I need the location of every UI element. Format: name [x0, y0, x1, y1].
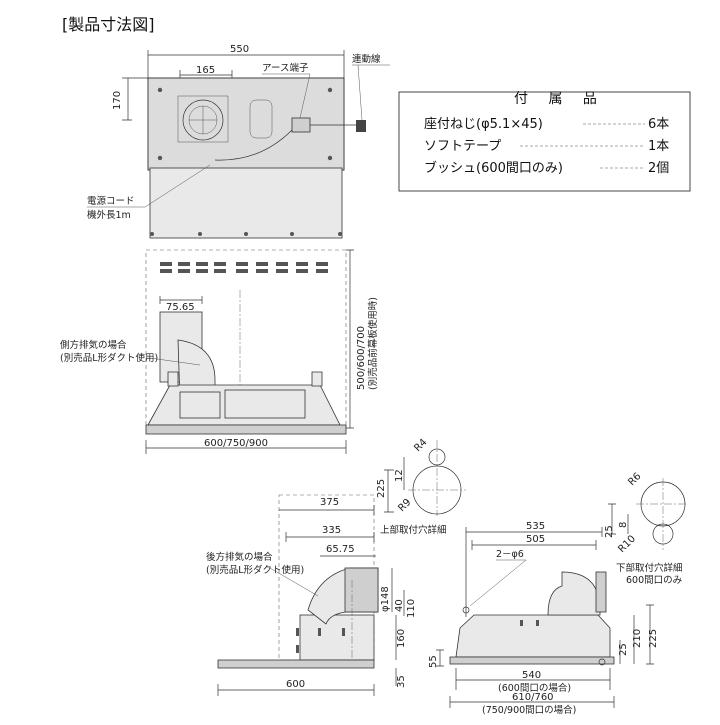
label-holes: 2－φ6 [496, 549, 524, 560]
top-body [149, 167, 343, 239]
dim-225-upper: 225 [376, 479, 387, 498]
dim-335: 335 [322, 525, 341, 536]
duct-circle [182, 99, 224, 141]
dim-225-rear: 225 [648, 629, 659, 648]
front-view: 600/750/900 75.65 500/600/700 (別売品前幕板使用時… [60, 249, 379, 454]
vent-slot [249, 99, 273, 139]
label-cord-2: 機外長1m [87, 209, 131, 221]
link-wire-connector [356, 120, 366, 132]
side-view: 375 335 65.75 φ148 40 110 160 35 600 後方排… [206, 494, 417, 696]
accessory-name-3: ブッシュ(600間口のみ) [424, 160, 563, 176]
accessories-heading: 付 属 品 [514, 91, 605, 107]
accessory-qty-2: 1本 [648, 139, 669, 154]
label-lower-hole-1: 下部取付穴詳細 [616, 562, 683, 574]
label-lower-hole-2: 600間口のみ [626, 575, 682, 586]
accessory-name-2: ソフトテープ [424, 139, 501, 154]
dim-170: 170 [112, 91, 123, 110]
dim-500-600-700: 500/600/700 [356, 326, 367, 390]
accessories-box: 付 属 品 座付ねじ(φ5.1×45) 6本 ソフトテープ 1本 ブッシュ(60… [398, 91, 691, 192]
rear-duct-elbow [547, 571, 601, 616]
side-body [299, 614, 375, 661]
rear-rail [449, 656, 615, 665]
top-view: 550 165 170 アース端子 連動線 電源コード 機外長1m [87, 44, 390, 239]
label-side-exhaust-1: 側方排気の場合 [60, 339, 127, 351]
dim-505: 505 [526, 534, 545, 545]
dim-r9: R9 [396, 497, 413, 514]
dim-540: 540 [522, 670, 541, 681]
rear-body [455, 614, 611, 658]
side-bottom-rail [217, 659, 375, 669]
dim-25-lower: 25 [604, 525, 615, 538]
duct-flange [177, 95, 229, 143]
dim-75-65: 75.65 [166, 302, 195, 313]
accessory-qty-3: 2個 [648, 161, 669, 176]
dim-r6: R6 [626, 471, 643, 488]
dim-phi148: φ148 [380, 586, 391, 612]
lower-hole-detail: R6 R10 25 8 下部取付穴詳細 600間口のみ [604, 471, 688, 586]
label-rear-exhaust-2: (別売品L形ダクト使用) [206, 564, 304, 576]
dim-40: 40 [394, 599, 405, 612]
fan-unit [224, 389, 306, 419]
dim-65-75: 65.75 [326, 544, 355, 555]
accessory-name-1: 座付ねじ(φ5.1×45) [424, 117, 543, 132]
label-earth-terminal: アース端子 [262, 62, 309, 74]
dim-12: 12 [394, 469, 405, 482]
dim-550: 550 [230, 44, 249, 55]
dim-8: 8 [618, 522, 629, 528]
hood-front-rail [145, 424, 347, 435]
dim-535: 535 [526, 521, 545, 532]
label-width-600: (600間口の場合) [498, 682, 571, 694]
dim-600-side: 600 [286, 679, 305, 690]
accessory-qty-1: 6本 [648, 117, 669, 132]
page-title: [製品寸法図] [62, 15, 155, 34]
label-upper-hole: 上部取付穴詳細 [380, 524, 447, 536]
label-cord-1: 電源コード [87, 196, 135, 207]
upper-hole-detail: R4 R9 225 12 上部取付穴詳細 [376, 437, 466, 536]
label-front-panel: (別売品前幕板使用時) [367, 297, 379, 390]
dim-160: 160 [396, 629, 407, 648]
rear-view: 535 505 2－φ6 540 (600間口の場合) 610/760 (750… [428, 521, 659, 716]
label-width-750: (750/900間口の場合) [482, 704, 576, 716]
dim-25-rear: 25 [618, 643, 629, 656]
dim-210: 210 [632, 629, 643, 648]
dim-55: 55 [428, 655, 439, 668]
label-link-wire: 連動線 [352, 53, 381, 65]
earth-terminal [291, 117, 311, 133]
dim-r4: R4 [412, 437, 429, 454]
dim-110: 110 [406, 599, 417, 618]
label-rear-exhaust-1: 後方排気の場合 [206, 551, 273, 563]
dim-r10: R10 [616, 533, 638, 555]
dim-165: 165 [196, 65, 215, 76]
front-louvers [160, 262, 328, 273]
dim-35: 35 [396, 675, 407, 688]
label-side-exhaust-2: (別売品L形ダクト使用) [60, 352, 158, 364]
dim-600-750-900: 600/750/900 [204, 438, 268, 449]
dim-610-760: 610/760 [512, 692, 554, 703]
dim-375: 375 [320, 497, 339, 508]
